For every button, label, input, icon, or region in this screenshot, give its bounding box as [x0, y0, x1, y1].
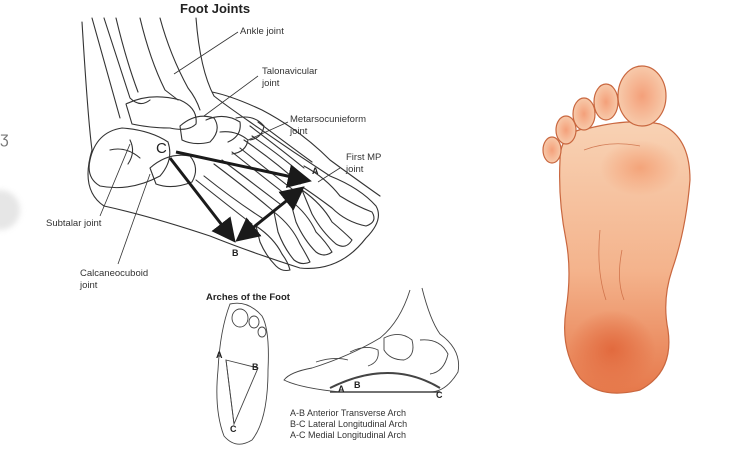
- talonavicular-leader-line: [203, 75, 259, 117]
- calcaneocuboid-line-1: Calcaneocuboid: [80, 268, 149, 279]
- first-mp-joint-label: First MP joint: [346, 152, 381, 176]
- second-toe: [593, 83, 619, 121]
- footprint-point-b: B: [252, 362, 259, 372]
- calcaneus-bone: [88, 127, 171, 189]
- metatarsocuneiform-joint-label: Metarsocunieform joint: [290, 114, 366, 138]
- arrow-c-to-b: [168, 157, 236, 243]
- ball-of-foot-shade: [600, 140, 680, 196]
- first-mp-line-1: First MP: [346, 152, 382, 163]
- footprint-point-a: A: [216, 350, 223, 360]
- point-c-label: C: [156, 140, 167, 157]
- first-mp-line-2: joint: [346, 164, 364, 175]
- footprint-point-c: C: [230, 424, 237, 434]
- legend-ac: A-C Medial Longitudinal Arch: [290, 430, 407, 440]
- subtalar-leader-line: [99, 143, 131, 217]
- point-a-label: A: [312, 166, 319, 176]
- metatarsocuneiform-leader-line: [247, 121, 289, 141]
- toe-print: [231, 308, 249, 328]
- arches-legend: A-B Anterior Transverse Arch B-C Lateral…: [290, 408, 407, 441]
- foot-joints-title: Foot Joints: [180, 1, 251, 16]
- heel-shade: [568, 310, 656, 390]
- tibia-bone: [103, 17, 151, 105]
- first-mp-leader-line: [317, 167, 341, 183]
- cuboid-bone: [149, 154, 197, 188]
- sole-crease: [598, 229, 607, 301]
- third-toe: [572, 97, 596, 131]
- ankle-joint-label: Ankle joint: [240, 26, 284, 37]
- tibia-bone: [91, 17, 121, 119]
- tibia-bone: [139, 17, 179, 101]
- point-b-label: B: [232, 248, 239, 258]
- arches-title: Arches of the Foot: [206, 292, 290, 303]
- phalanx-bone: [303, 165, 375, 227]
- legend-ab: A-B Anterior Transverse Arch: [290, 408, 407, 418]
- big-toe: [617, 65, 667, 127]
- foot-outline: [81, 17, 379, 269]
- background-smudge: [0, 190, 20, 230]
- metatarsocuneiform-line-1: Metarsocunieform: [290, 114, 367, 125]
- arrow-c-to-a: [175, 150, 312, 188]
- talonavicular-joint-label: Talonavicular joint: [262, 66, 317, 90]
- footprint-outline: [216, 302, 269, 445]
- side-point-a: A: [338, 384, 345, 394]
- phalanx-bone: [301, 189, 353, 247]
- fourth-toe: [555, 115, 577, 145]
- arch-curve: [329, 372, 441, 389]
- arrow-a-b: [235, 186, 305, 242]
- background-glyph: ʒ: [0, 130, 9, 147]
- ankle-leader-line: [173, 31, 239, 75]
- metatarsocuneiform-line-2: joint: [290, 126, 308, 137]
- side-point-c: C: [436, 390, 443, 400]
- calcaneocuboid-joint-label: Calcaneocuboid joint: [80, 268, 148, 292]
- talonavicular-line-2: joint: [262, 78, 280, 89]
- calcaneocuboid-leader-line: [117, 173, 151, 265]
- navicular-bone: [179, 115, 218, 145]
- fibula-bone: [159, 17, 201, 111]
- talonavicular-line-1: Talonavicular: [262, 66, 318, 77]
- talus-bone: [125, 96, 197, 130]
- little-toe: [542, 136, 562, 164]
- legend-bc: B-C Lateral Longitudinal Arch: [290, 419, 408, 429]
- subtalar-joint-label: Subtalar joint: [46, 218, 102, 229]
- phalanx-bone: [289, 199, 333, 256]
- calcaneocuboid-line-2: joint: [80, 280, 98, 291]
- side-point-b: B: [354, 380, 361, 390]
